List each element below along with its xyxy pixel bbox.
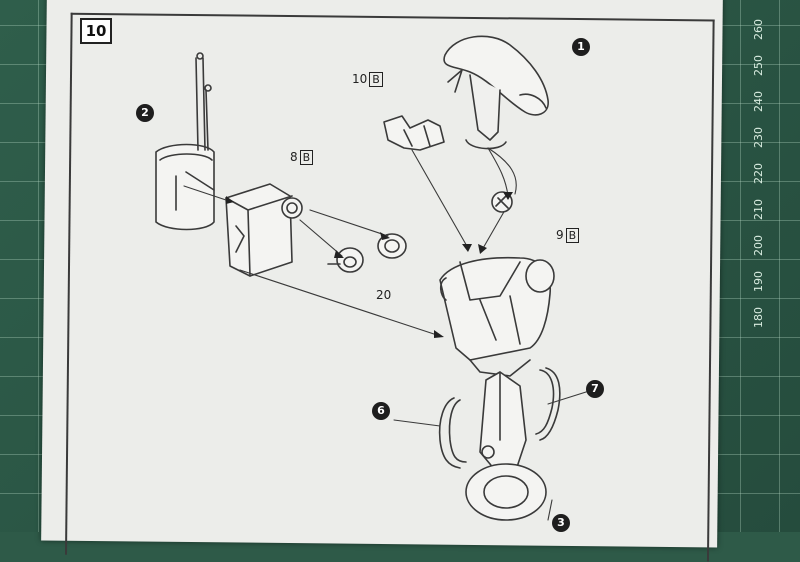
part-number: 8 (290, 150, 298, 164)
assembly-diagram (155, 35, 587, 521)
part-number-badge: 3 (552, 514, 570, 532)
head-part-illustration (443, 35, 549, 150)
part-label-20: 20 (376, 288, 392, 302)
arms-part-illustration (438, 367, 561, 469)
torso-part-illustration (225, 183, 303, 277)
peg-part-illustration (327, 233, 407, 273)
runner-letter: B (299, 150, 314, 165)
legs-part-illustration (465, 371, 547, 521)
backpack-part-illustration (155, 52, 215, 231)
body-part-illustration (439, 256, 555, 377)
part-number-badge: 2 (136, 104, 154, 122)
part-number: 9 (556, 228, 564, 242)
part-number-badge: 7 (586, 380, 604, 398)
step-number-box: 10 (80, 18, 112, 44)
part-number-badge: 6 (372, 402, 390, 420)
runner-letter: B (565, 228, 580, 243)
neck-part-illustration (383, 115, 445, 151)
runner-letter: B (369, 72, 383, 87)
part-number: 10 (352, 72, 368, 86)
part-number-badge: 1 (572, 38, 590, 56)
